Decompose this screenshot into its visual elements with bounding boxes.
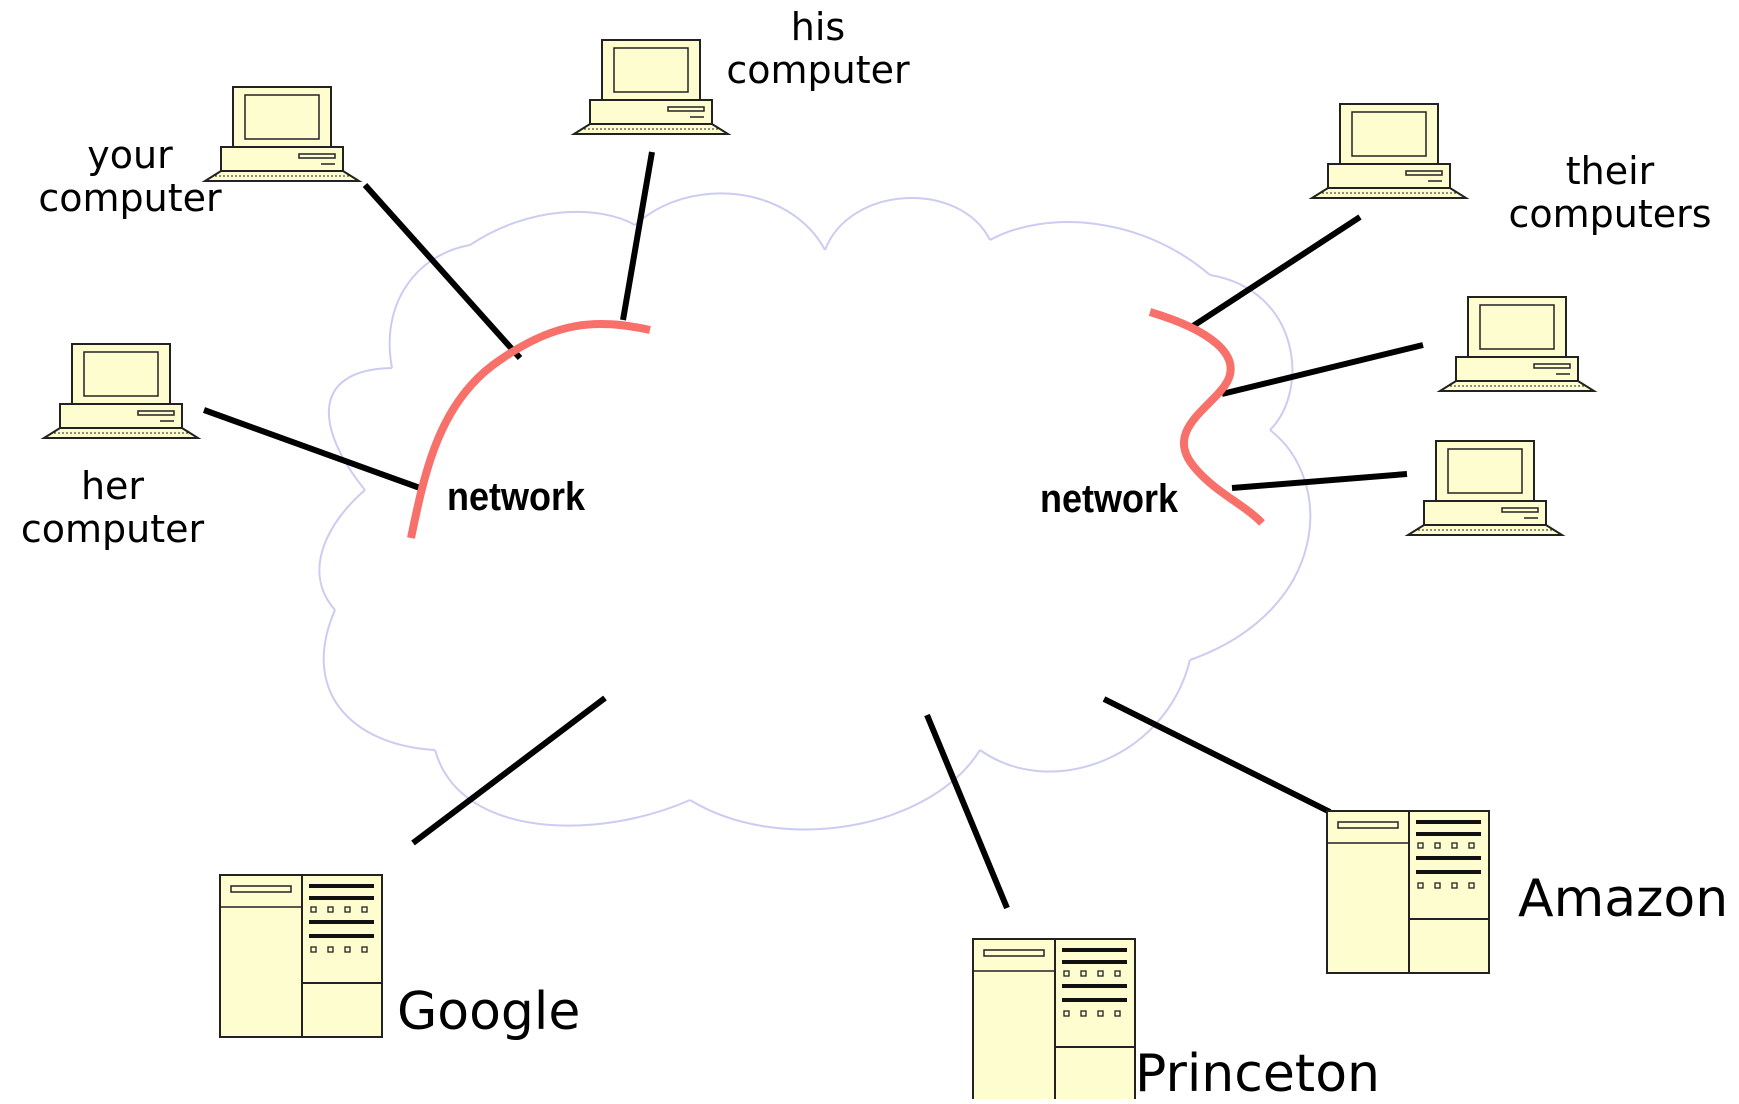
network-right-line <box>1148 308 1265 526</box>
link-their-computer-3 <box>1231 471 1408 491</box>
network-links <box>202 151 1424 910</box>
link-her-computer <box>202 407 422 491</box>
link-google <box>411 695 607 846</box>
amazon-label: Amazon <box>1518 869 1729 929</box>
server-cabinet-icon <box>218 873 384 1039</box>
his-computer-label: his computer <box>726 5 910 92</box>
link-princeton <box>924 713 1010 910</box>
their-computers-label: their computers <box>1508 149 1712 236</box>
link-their-computer-2 <box>1221 342 1424 397</box>
princeton-label: Princeton <box>1135 1044 1380 1104</box>
desktop-computer-icon <box>1439 296 1595 392</box>
your-computer-label: your computer <box>38 133 222 220</box>
server-cabinet-icon <box>1325 809 1491 975</box>
network-right-label: network <box>1040 477 1179 521</box>
link-his-computer <box>620 151 655 321</box>
google-label: Google <box>397 982 581 1042</box>
internet-cloud <box>318 192 1312 831</box>
link-their-computer-1 <box>1191 214 1362 329</box>
desktop-computer-icon <box>1407 440 1563 536</box>
desktop-computer-icon <box>43 343 199 439</box>
server-cabinet-icon <box>971 937 1137 1099</box>
link-amazon <box>1102 696 1332 815</box>
desktop-computer-icon <box>1311 103 1467 199</box>
network-left-label: network <box>447 475 586 519</box>
link-your-computer <box>362 182 523 361</box>
her-computer-label: her computer <box>20 464 205 551</box>
network-left-line <box>407 319 651 539</box>
